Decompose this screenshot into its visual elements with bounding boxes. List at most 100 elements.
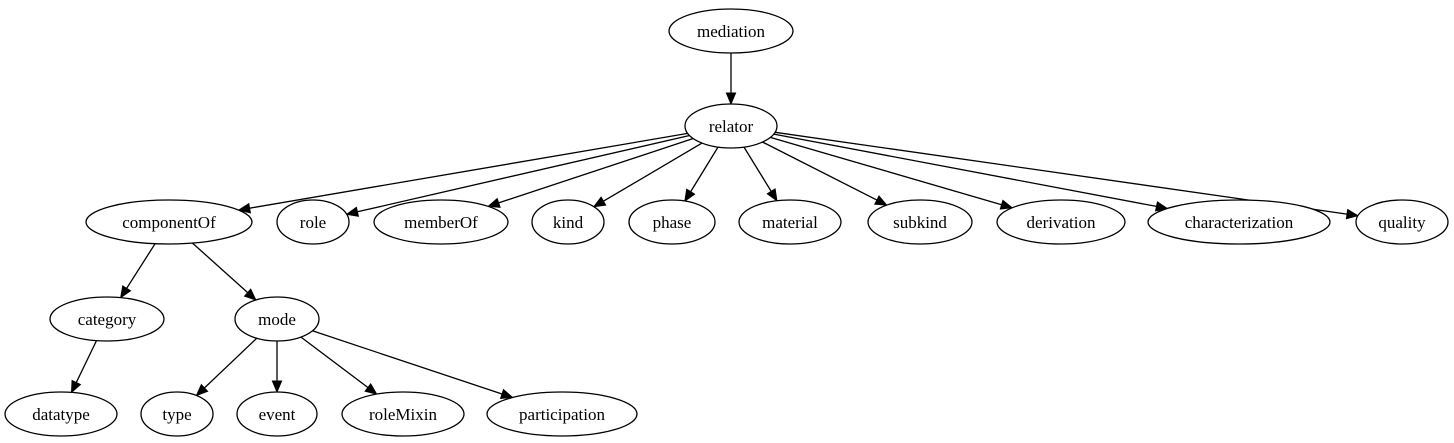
arrowhead bbox=[684, 188, 696, 203]
node-label: kind bbox=[553, 213, 584, 232]
arrowhead bbox=[1154, 201, 1169, 212]
edge-relator-to-derivation bbox=[770, 136, 1014, 210]
node-ellipse bbox=[684, 103, 778, 149]
node-subkind: subkind bbox=[867, 199, 973, 245]
node-label: event bbox=[259, 405, 296, 424]
edge-line bbox=[357, 134, 690, 213]
edge-line bbox=[743, 146, 772, 192]
edge-mode-to-participation bbox=[312, 330, 514, 399]
edge-relator-to-subkind bbox=[762, 141, 888, 206]
node-label: participation bbox=[519, 405, 605, 424]
arrowhead bbox=[486, 197, 501, 208]
node-label: mediation bbox=[697, 22, 765, 41]
node-material: material bbox=[738, 199, 842, 245]
edge-category-to-datatype bbox=[70, 340, 98, 394]
node-label: role bbox=[300, 213, 326, 232]
arrowhead bbox=[999, 199, 1014, 210]
node-derivation: derivation bbox=[996, 199, 1126, 245]
node-ellipse bbox=[531, 199, 605, 245]
edge-relator-to-phase bbox=[684, 146, 719, 203]
node-label: subkind bbox=[893, 213, 947, 232]
node-ellipse bbox=[668, 8, 794, 54]
node-label: componentOf bbox=[122, 213, 216, 232]
node-relator: relator bbox=[684, 103, 778, 149]
node-label: category bbox=[78, 310, 137, 329]
node-category: category bbox=[49, 296, 165, 342]
arrowhead bbox=[592, 196, 607, 208]
node-label: relator bbox=[709, 117, 754, 136]
arrowhead bbox=[237, 202, 252, 214]
node-ellipse bbox=[276, 199, 350, 245]
arrowhead bbox=[364, 383, 378, 395]
node-ellipse bbox=[373, 199, 509, 245]
node-componentOf: componentOf bbox=[85, 199, 253, 245]
node-role: role bbox=[276, 199, 350, 245]
node-mediation: mediation bbox=[668, 8, 794, 54]
edge-line bbox=[204, 337, 258, 389]
edge-mode-to-roleMixin bbox=[300, 336, 378, 395]
node-label: mode bbox=[258, 310, 296, 329]
node-label: type bbox=[162, 405, 191, 424]
node-label: quality bbox=[1378, 213, 1426, 232]
edge-relator-to-role bbox=[345, 134, 690, 217]
arrowhead bbox=[725, 92, 737, 106]
edge-line bbox=[192, 242, 249, 294]
node-ellipse bbox=[341, 391, 465, 437]
edge-relator-to-characterization bbox=[773, 133, 1169, 212]
edge-line bbox=[300, 336, 369, 389]
node-label: roleMixin bbox=[369, 405, 437, 424]
node-ellipse bbox=[234, 296, 320, 342]
node-type: type bbox=[140, 391, 214, 437]
edge-line bbox=[770, 136, 1002, 206]
arrowhead bbox=[243, 288, 257, 301]
edge-line bbox=[762, 141, 878, 201]
edge-relator-to-material bbox=[743, 146, 778, 202]
edge-componentOf-to-mode bbox=[192, 242, 257, 301]
node-label: datatype bbox=[32, 405, 90, 424]
edge-componentOf-to-category bbox=[120, 243, 156, 299]
node-ellipse bbox=[140, 391, 214, 437]
node-phase: phase bbox=[628, 199, 716, 245]
node-memberOf: memberOf bbox=[373, 199, 509, 245]
node-participation: participation bbox=[486, 391, 638, 437]
arrowhead bbox=[120, 285, 132, 299]
node-ellipse bbox=[85, 199, 253, 245]
node-label: characterization bbox=[1185, 213, 1294, 232]
edge-line bbox=[126, 243, 156, 289]
node-label: phase bbox=[653, 213, 692, 232]
edge-mode-to-type bbox=[195, 337, 258, 397]
node-ellipse bbox=[49, 296, 165, 342]
node-ellipse bbox=[996, 199, 1126, 245]
node-ellipse bbox=[4, 391, 118, 437]
edge-line bbox=[75, 340, 98, 383]
arrowhead bbox=[874, 195, 888, 206]
edges-layer bbox=[70, 53, 1360, 399]
edge-relator-to-kind bbox=[592, 142, 703, 208]
node-ellipse bbox=[738, 199, 842, 245]
arrowhead bbox=[271, 380, 283, 394]
node-quality: quality bbox=[1355, 199, 1449, 245]
arrowhead bbox=[1345, 208, 1360, 220]
node-kind: kind bbox=[531, 199, 605, 245]
node-ellipse bbox=[1147, 199, 1331, 245]
edge-relator-to-memberOf bbox=[486, 137, 694, 208]
node-ellipse bbox=[628, 199, 716, 245]
arrowhead bbox=[195, 383, 209, 397]
edge-line bbox=[498, 137, 694, 204]
edge-line bbox=[773, 133, 1157, 208]
node-event: event bbox=[236, 391, 318, 437]
node-ellipse bbox=[1355, 199, 1449, 245]
node-label: derivation bbox=[1027, 213, 1096, 232]
edge-line bbox=[603, 142, 703, 202]
edge-relator-to-componentOf bbox=[237, 132, 688, 214]
arrowhead bbox=[499, 388, 514, 399]
node-characterization: characterization bbox=[1147, 199, 1331, 245]
edge-mode-to-event bbox=[271, 341, 283, 394]
edge-line bbox=[249, 132, 688, 209]
node-datatype: datatype bbox=[4, 391, 118, 437]
node-mode: mode bbox=[234, 296, 320, 342]
nodes-layer: mediation relator componentOf role memberOf k… bbox=[4, 8, 1449, 437]
edge-line bbox=[312, 330, 503, 395]
node-ellipse bbox=[486, 391, 638, 437]
